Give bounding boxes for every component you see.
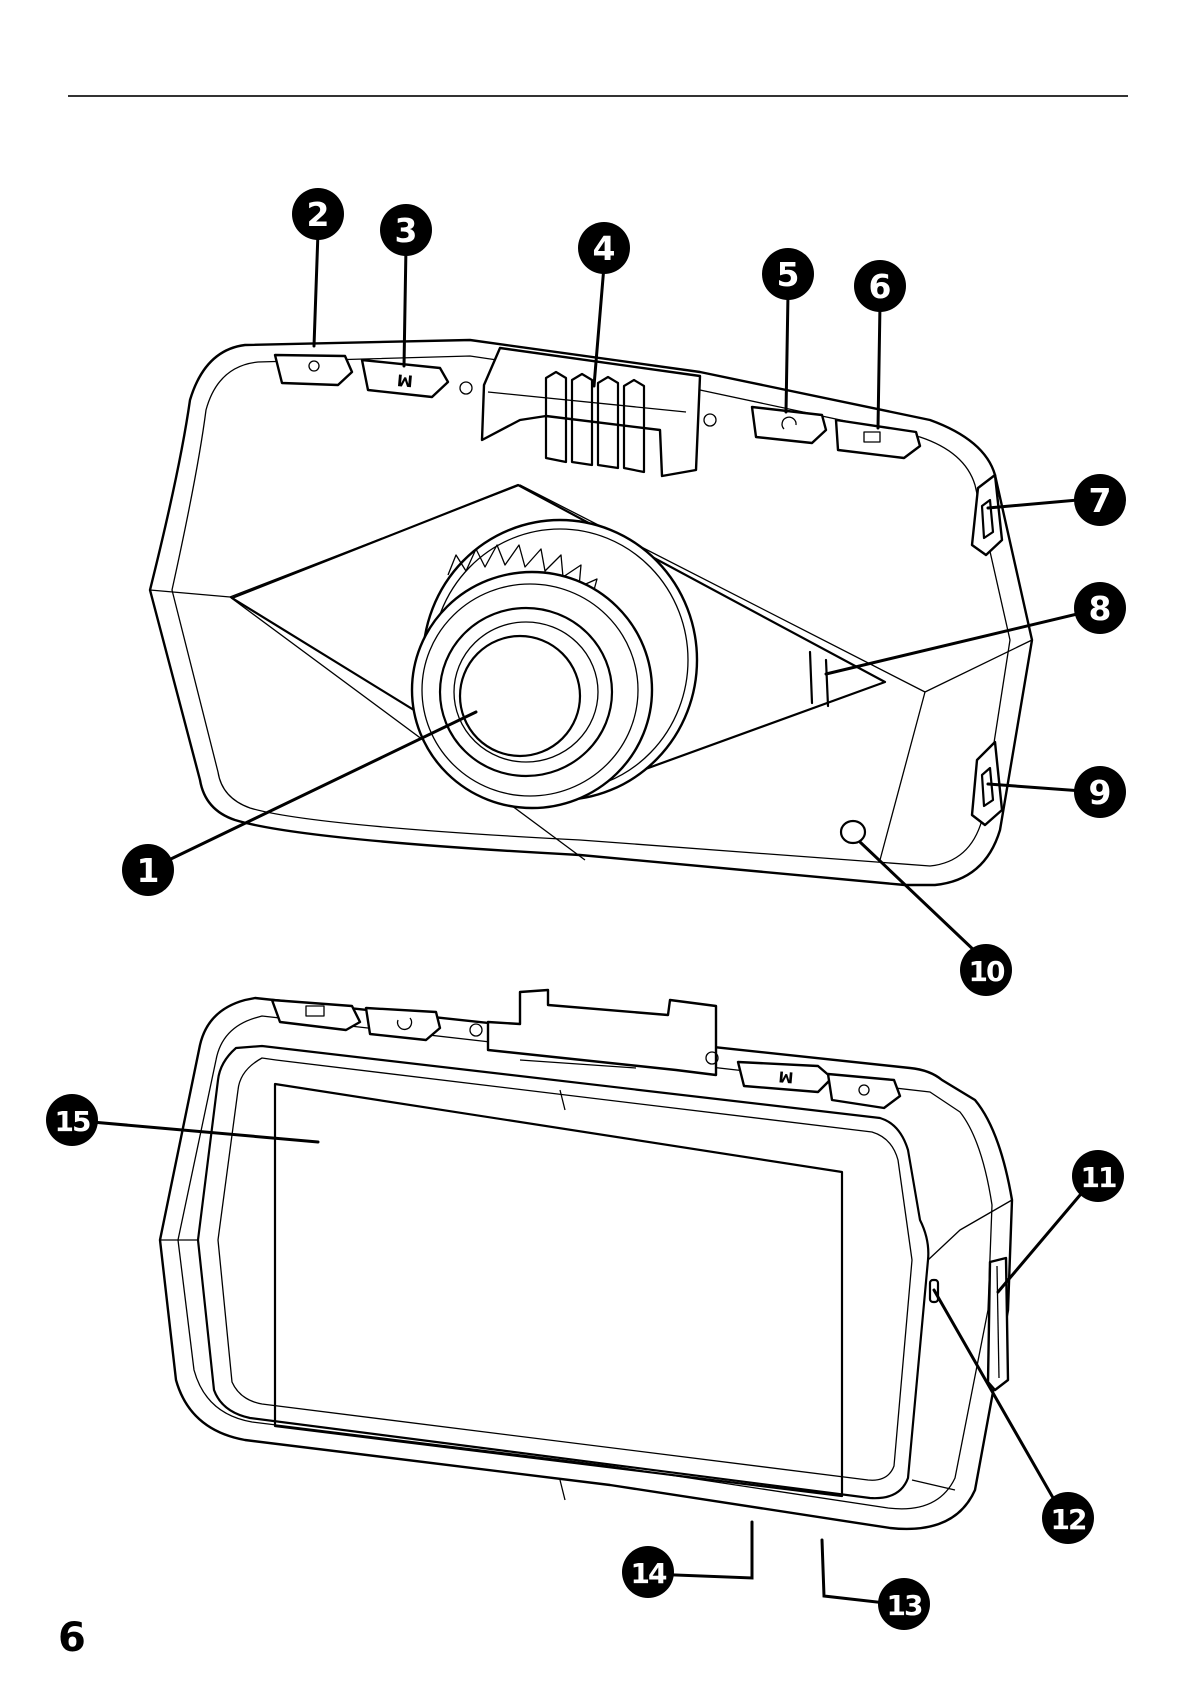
callout-15-label: 15 <box>55 1105 90 1138</box>
callout-7-label: 7 <box>1089 481 1112 520</box>
button-2-top <box>275 355 352 385</box>
callout-4: 4 <box>578 222 630 274</box>
callout-13: 13 <box>878 1578 930 1630</box>
callout-2-label: 2 <box>307 195 330 234</box>
callout-7: 7 <box>1074 474 1126 526</box>
callout-1-label: 1 <box>137 851 160 890</box>
callout-8: 8 <box>1074 582 1126 634</box>
callout-10: 10 <box>960 944 1012 996</box>
callout-6-label: 6 <box>869 267 892 306</box>
callout-15: 15 <box>46 1094 98 1146</box>
callout-1: 1 <box>122 844 174 896</box>
button-mode-glyph: M <box>396 370 414 390</box>
callout-5-label: 5 <box>777 255 800 294</box>
camera-rear-view: M <box>160 990 1012 1529</box>
callout-8-label: 8 <box>1089 589 1112 628</box>
callout-2: 2 <box>292 188 344 240</box>
callout-10-label: 10 <box>969 955 1005 988</box>
callout-3: 3 <box>380 204 432 256</box>
callout-5: 5 <box>762 248 814 300</box>
callout-9: 9 <box>1074 766 1126 818</box>
callout-4-label: 4 <box>593 229 616 268</box>
callout-11: 11 <box>1072 1150 1124 1202</box>
callout-12: 12 <box>1042 1492 1094 1544</box>
callout-13-label: 13 <box>887 1589 922 1622</box>
callout-14: 14 <box>622 1546 674 1598</box>
page-number: 6 <box>58 1618 86 1658</box>
callout-9-label: 9 <box>1089 773 1112 812</box>
callout-11-label: 11 <box>1081 1161 1116 1194</box>
callout-14-label: 14 <box>631 1557 667 1590</box>
callout-12-label: 12 <box>1051 1503 1086 1536</box>
rear-button-mode-glyph: M <box>778 1067 794 1086</box>
camera-front-view: M <box>150 340 1032 885</box>
callout-6: 6 <box>854 260 906 312</box>
callout-3-label: 3 <box>395 211 418 250</box>
